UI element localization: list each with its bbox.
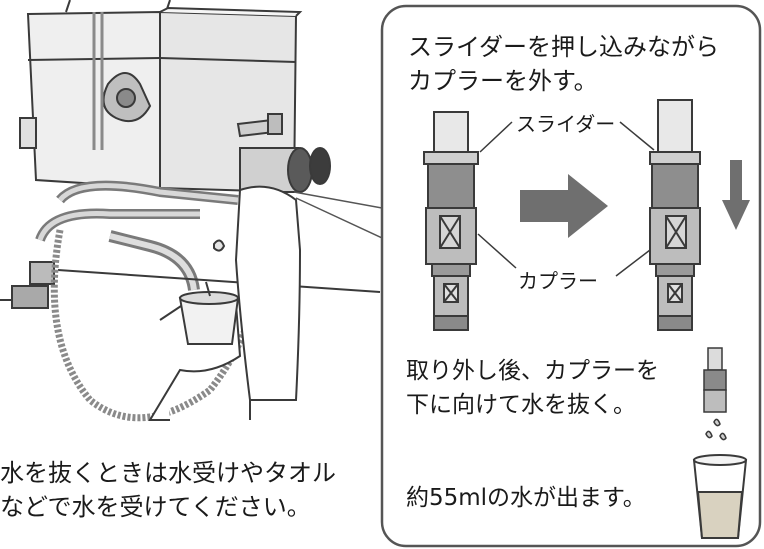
water-amount-note: 約55mlの水が出ます。 [406,485,646,511]
transition-arrow [520,174,608,238]
callout-panel-border [380,4,762,548]
slider-leader-right [619,121,655,151]
drain-note-line2: 下に向けて水を抜く。 [406,392,636,418]
panel-heading: スライダーを押し込みながら カプラーを外す。 [408,30,719,98]
coupler-before [423,111,479,331]
left-caption-line1: 水を抜くときは水受けやタオル [0,459,336,487]
panel-heading-line2: カプラーを外す。 [408,67,598,95]
slider-leader-left [479,121,513,153]
drain-note-line1: 取り外し後、カプラーを [406,358,659,384]
flex-hose [50,199,272,422]
water-glass [692,454,748,539]
hand-pressing-coupler [234,185,302,401]
coupler-leader-left [477,233,517,269]
slider-label: スライダー [516,112,616,136]
panel-heading-line1: スライダーを押し込みながら [408,33,720,61]
left-caption: 水を抜くときは水受けやタオル などで水を受けてください。 [0,456,336,524]
coupler-after [649,99,701,331]
dripping-coupler [703,347,727,441]
coupler-label: カプラー [518,269,598,293]
drain-note: 取り外し後、カプラーを 下に向けて水を抜く。 [406,354,659,422]
callout-connector [293,191,383,239]
coupler-leader-right [615,249,651,277]
top-hose [92,12,104,150]
left-caption-line2: などで水を受けてください。 [0,493,311,521]
water-heater-scene [0,0,381,422]
push-down-arrow [722,160,750,230]
